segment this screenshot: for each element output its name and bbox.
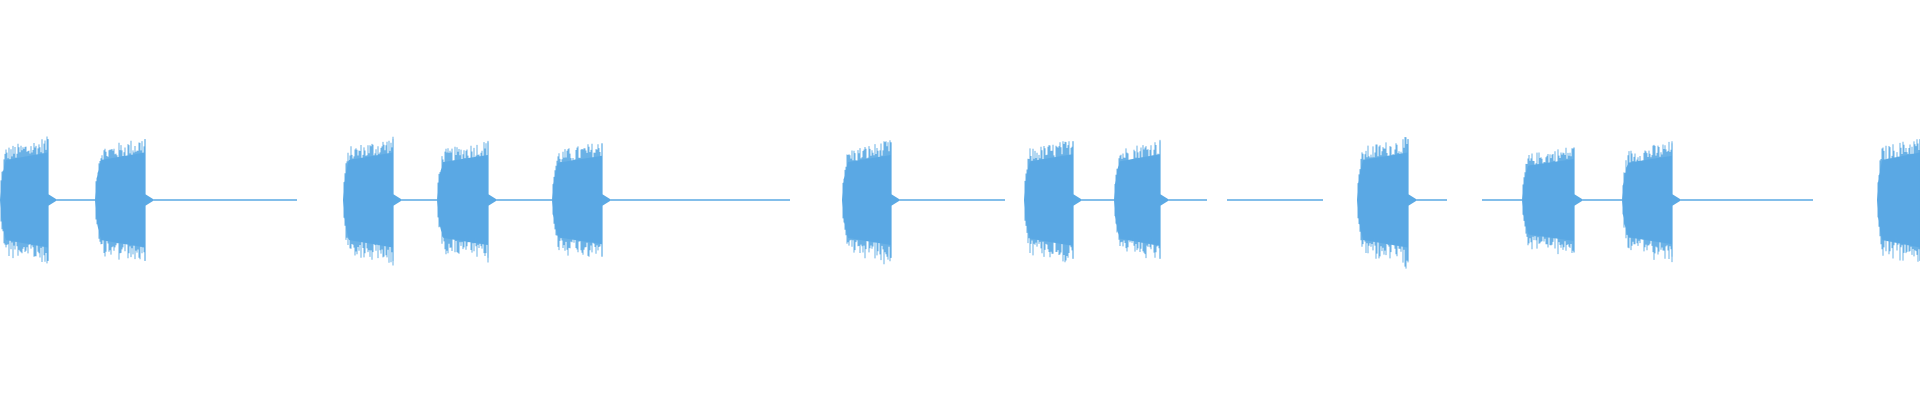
audio-burst xyxy=(0,136,56,264)
audio-burst xyxy=(343,136,401,266)
audio-burst xyxy=(1877,139,1920,262)
audio-burst xyxy=(1357,137,1416,269)
waveform-bursts xyxy=(0,136,1920,269)
audio-burst xyxy=(95,139,153,261)
audio-burst xyxy=(437,140,496,263)
audio-burst xyxy=(1522,147,1582,255)
audio-burst xyxy=(842,140,899,265)
audio-burst xyxy=(1024,141,1081,263)
audio-burst xyxy=(1622,141,1680,263)
audio-burst xyxy=(1114,139,1168,259)
audio-burst xyxy=(552,143,610,257)
